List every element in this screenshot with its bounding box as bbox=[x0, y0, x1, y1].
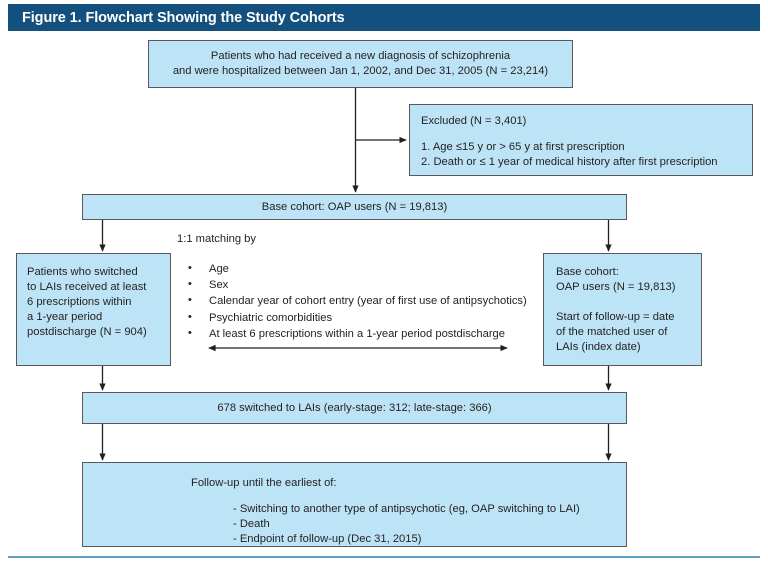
base-cohort-box: Base cohort: OAP users (N = 19,813) bbox=[82, 194, 627, 220]
matching-label: 1:1 matching by bbox=[177, 233, 256, 245]
matched-oap-line-2: OAP users (N = 19,813) bbox=[556, 281, 676, 293]
excluded-box: Excluded (N = 3,401) 1. Age ≤15 y or > 6… bbox=[409, 104, 753, 176]
footer-divider bbox=[8, 556, 760, 558]
lai-switchers-line-1: Patients who switched bbox=[27, 266, 138, 278]
list-item: Sex bbox=[183, 276, 533, 293]
matched-oap-line-4: of the matched user of bbox=[556, 326, 668, 338]
excluded-item-2: 2. Death or ≤ 1 year of medical history … bbox=[421, 156, 718, 168]
lai-switchers-line-5: postdischarge (N = 904) bbox=[27, 326, 147, 338]
follow-up-box: Follow-up until the earliest of: - Switc… bbox=[82, 462, 627, 547]
matched-oap-line-3: Start of follow-up = date bbox=[556, 311, 675, 323]
follow-up-item-3: - Endpoint of follow-up (Dec 31, 2015) bbox=[233, 533, 422, 545]
source-population-box: Patients who had received a new diagnosi… bbox=[148, 40, 573, 88]
lai-switchers-box: Patients who switched to LAIs received a… bbox=[16, 253, 171, 366]
matched-switchers-label: 678 switched to LAIs (early-stage: 312; … bbox=[217, 401, 492, 414]
page-title: Figure 1. Flowchart Showing the Study Co… bbox=[22, 9, 345, 26]
matched-oap-line-5: LAIs (index date) bbox=[556, 341, 641, 353]
list-item: Age bbox=[183, 260, 533, 277]
figure-title-bar: Figure 1. Flowchart Showing the Study Co… bbox=[8, 4, 760, 31]
follow-up-item-1: - Switching to another type of antipsych… bbox=[233, 503, 580, 515]
list-item: Calendar year of cohort entry (year of f… bbox=[183, 292, 533, 309]
lai-switchers-line-2: to LAIs received at least bbox=[27, 281, 147, 293]
list-item: Psychiatric comorbidities bbox=[183, 309, 533, 326]
follow-up-title: Follow-up until the earliest of: bbox=[191, 477, 337, 489]
excluded-title: Excluded (N = 3,401) bbox=[421, 115, 527, 127]
source-population-line-1: Patients who had received a new diagnosi… bbox=[210, 50, 511, 62]
base-cohort-label: Base cohort: OAP users (N = 19,813) bbox=[261, 200, 448, 213]
follow-up-item-2: - Death bbox=[233, 518, 270, 530]
lai-switchers-line-4: a 1-year period bbox=[27, 311, 103, 323]
source-population-line-2: and were hospitalized between Jan 1, 200… bbox=[172, 65, 549, 77]
matched-switchers-box: 678 switched to LAIs (early-stage: 312; … bbox=[82, 392, 627, 424]
matched-oap-box: Base cohort: OAP users (N = 19,813) Star… bbox=[543, 253, 702, 366]
matched-oap-line-1: Base cohort: bbox=[556, 266, 619, 278]
matching-criteria-list: Age Sex Calendar year of cohort entry (y… bbox=[183, 260, 533, 342]
matched-oap-spacer bbox=[556, 295, 689, 310]
excluded-item-1: 1. Age ≤15 y or > 65 y at first prescrip… bbox=[421, 141, 625, 153]
list-item: At least 6 prescriptions within a 1-year… bbox=[183, 325, 533, 342]
lai-switchers-line-3: 6 prescriptions within bbox=[27, 296, 132, 308]
